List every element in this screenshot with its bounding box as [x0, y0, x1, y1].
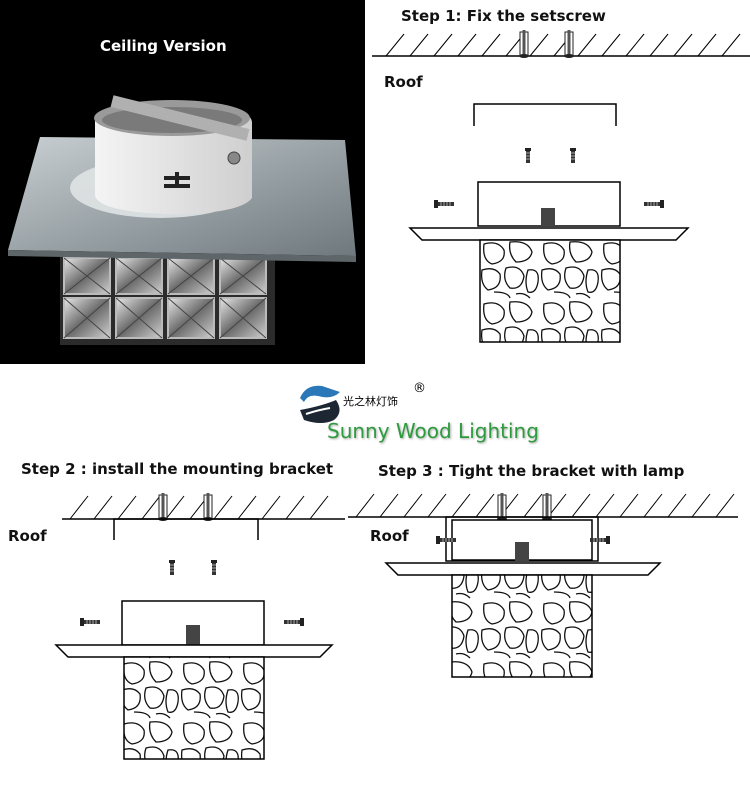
- step1-anchor-right: [563, 29, 575, 59]
- step2-screw-left: [168, 559, 176, 576]
- spring-bracket: [110, 95, 250, 141]
- step2-anchor-right: [202, 492, 214, 522]
- step1-screw-left: [524, 147, 532, 164]
- crystal-blocks: [60, 255, 275, 345]
- step1-side-screw-left: [433, 199, 455, 209]
- step1-diagram: [372, 29, 750, 343]
- step1-side-screw-right: [643, 199, 665, 209]
- brand-name: Sunny Wood Lighting: [327, 419, 539, 443]
- logo-chinese-name: 光之林灯饰: [343, 395, 398, 408]
- step2-lamp-body: [123, 656, 265, 760]
- step2-roof-label: Roof: [8, 527, 47, 545]
- step1-lamp-socket: [541, 208, 555, 226]
- step2-lamp-socket: [186, 625, 200, 645]
- step1-anchor-left: [518, 29, 530, 59]
- step3-lamp-socket: [515, 542, 529, 561]
- step2-side-screw-left: [79, 617, 101, 627]
- step2-bracket: [113, 518, 259, 540]
- step2-hatching: [69, 495, 329, 520]
- step3-diagram: [348, 492, 738, 678]
- step2-anchor-left: [157, 492, 169, 522]
- photo-caption: Ceiling Version: [100, 37, 227, 55]
- logo-icon: [300, 385, 340, 423]
- step1-hatching: [385, 33, 741, 57]
- step3-glass-plate: [384, 562, 662, 576]
- step1-roof-label: Roof: [384, 73, 423, 91]
- step2-side-screw-right: [283, 617, 305, 627]
- step3-roof-label: Roof: [370, 527, 409, 545]
- step2-screw-right: [210, 559, 218, 576]
- step2-glass-plate: [54, 644, 334, 658]
- step2-title: Step 2 : install the mounting bracket: [21, 460, 334, 478]
- step1-glass-plate: [408, 227, 690, 241]
- step1-lamp-body: [479, 239, 621, 343]
- product-photo: [0, 0, 365, 364]
- step3-side-screw-right: [589, 535, 611, 545]
- step1-bracket: [473, 103, 617, 126]
- step1-screw-right: [569, 147, 577, 164]
- step3-lamp-body: [451, 574, 593, 678]
- step1-title: Step 1: Fix the setscrew: [401, 7, 606, 25]
- registered-mark: ®: [413, 381, 426, 396]
- product-photo-drawing: [0, 0, 365, 364]
- step3-title: Step 3 : Tight the bracket with lamp: [378, 462, 685, 480]
- step2-diagram: [54, 492, 345, 760]
